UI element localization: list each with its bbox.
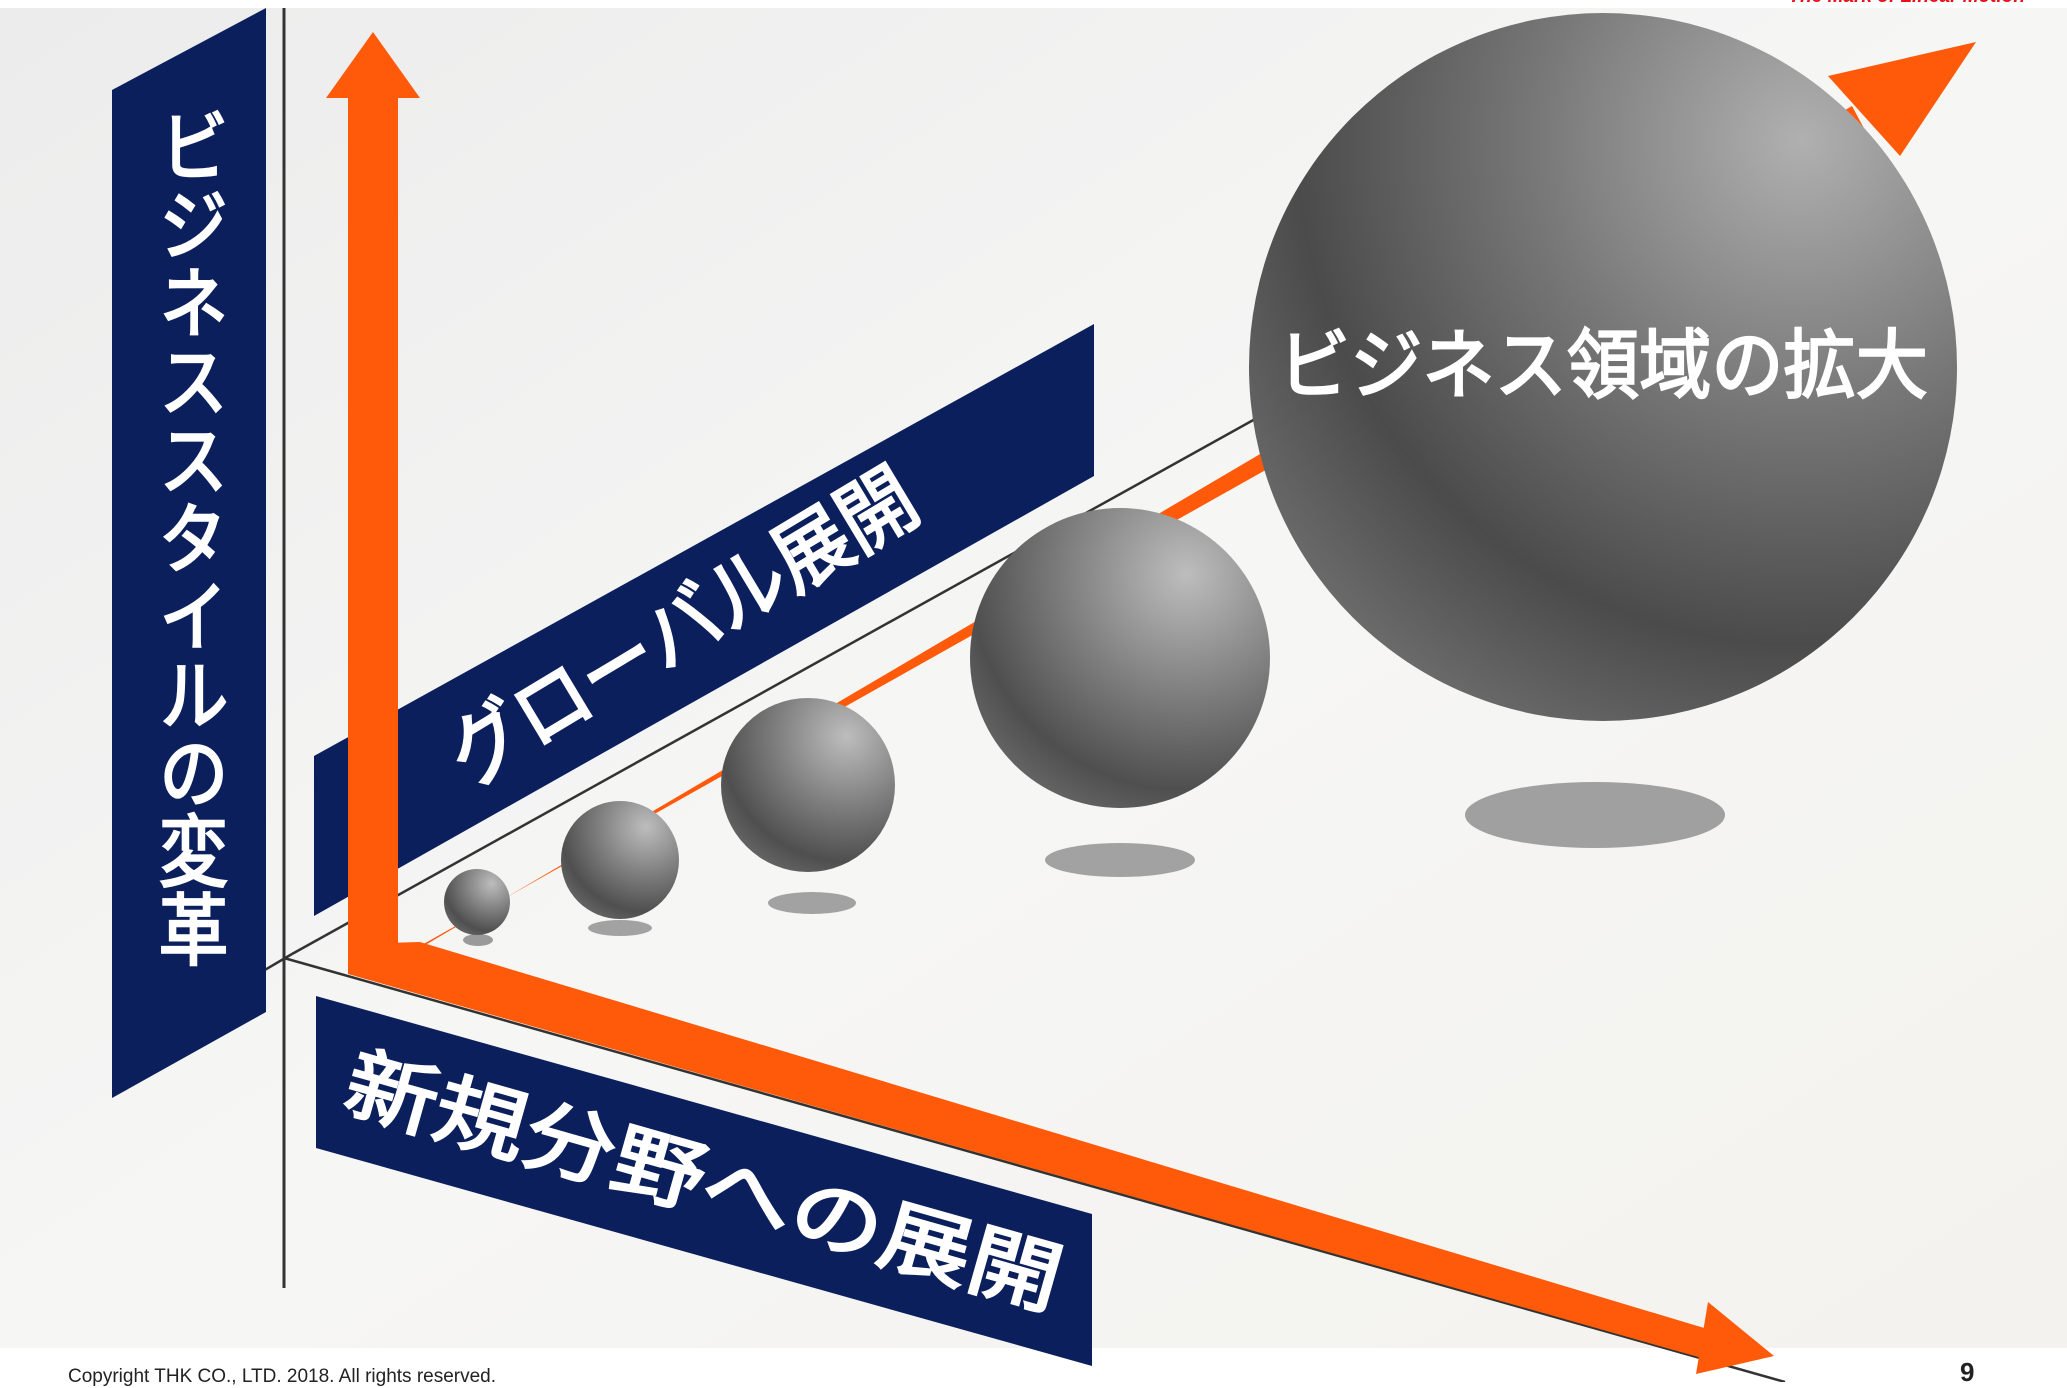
floor-guide-line [283,956,1786,1382]
depth-guide-line [291,406,1276,956]
sphere-shadow-4 [1045,843,1195,877]
big-sphere-label: ビジネス領域の拡大 [1278,321,1928,410]
copyright-footer: Copyright THK CO., LTD. 2018. All rights… [68,1366,497,1387]
arrow-up-icon [326,32,420,98]
sphere-shadow-1 [463,934,493,946]
sphere-5 [1249,13,1957,721]
sphere-4 [970,508,1270,808]
arrow-right-icon [1696,1302,1774,1374]
sphere-1 [444,869,510,935]
sphere-shadow-3 [768,892,856,914]
sphere-2 [561,801,679,919]
sphere-shadow-5 [1465,782,1725,848]
page-number: 9 [1960,1357,1975,1387]
sphere-shadow-2 [588,920,652,936]
vertical-axis-label: ビジネススタイルの変革 [147,106,229,968]
arrow-diagonal-icon [1828,42,1976,156]
diagonal-axis-panel [314,324,1094,916]
brand-tagline: The Mark of Linear Motion [1770,0,2025,8]
vertical-arrow-shaft [348,88,398,944]
horizontal-axis-panel [316,996,1092,1366]
sphere-3 [721,698,895,872]
horizontal-arrow-shaft [348,942,1724,1362]
vertical-axis-panel [112,8,266,1098]
